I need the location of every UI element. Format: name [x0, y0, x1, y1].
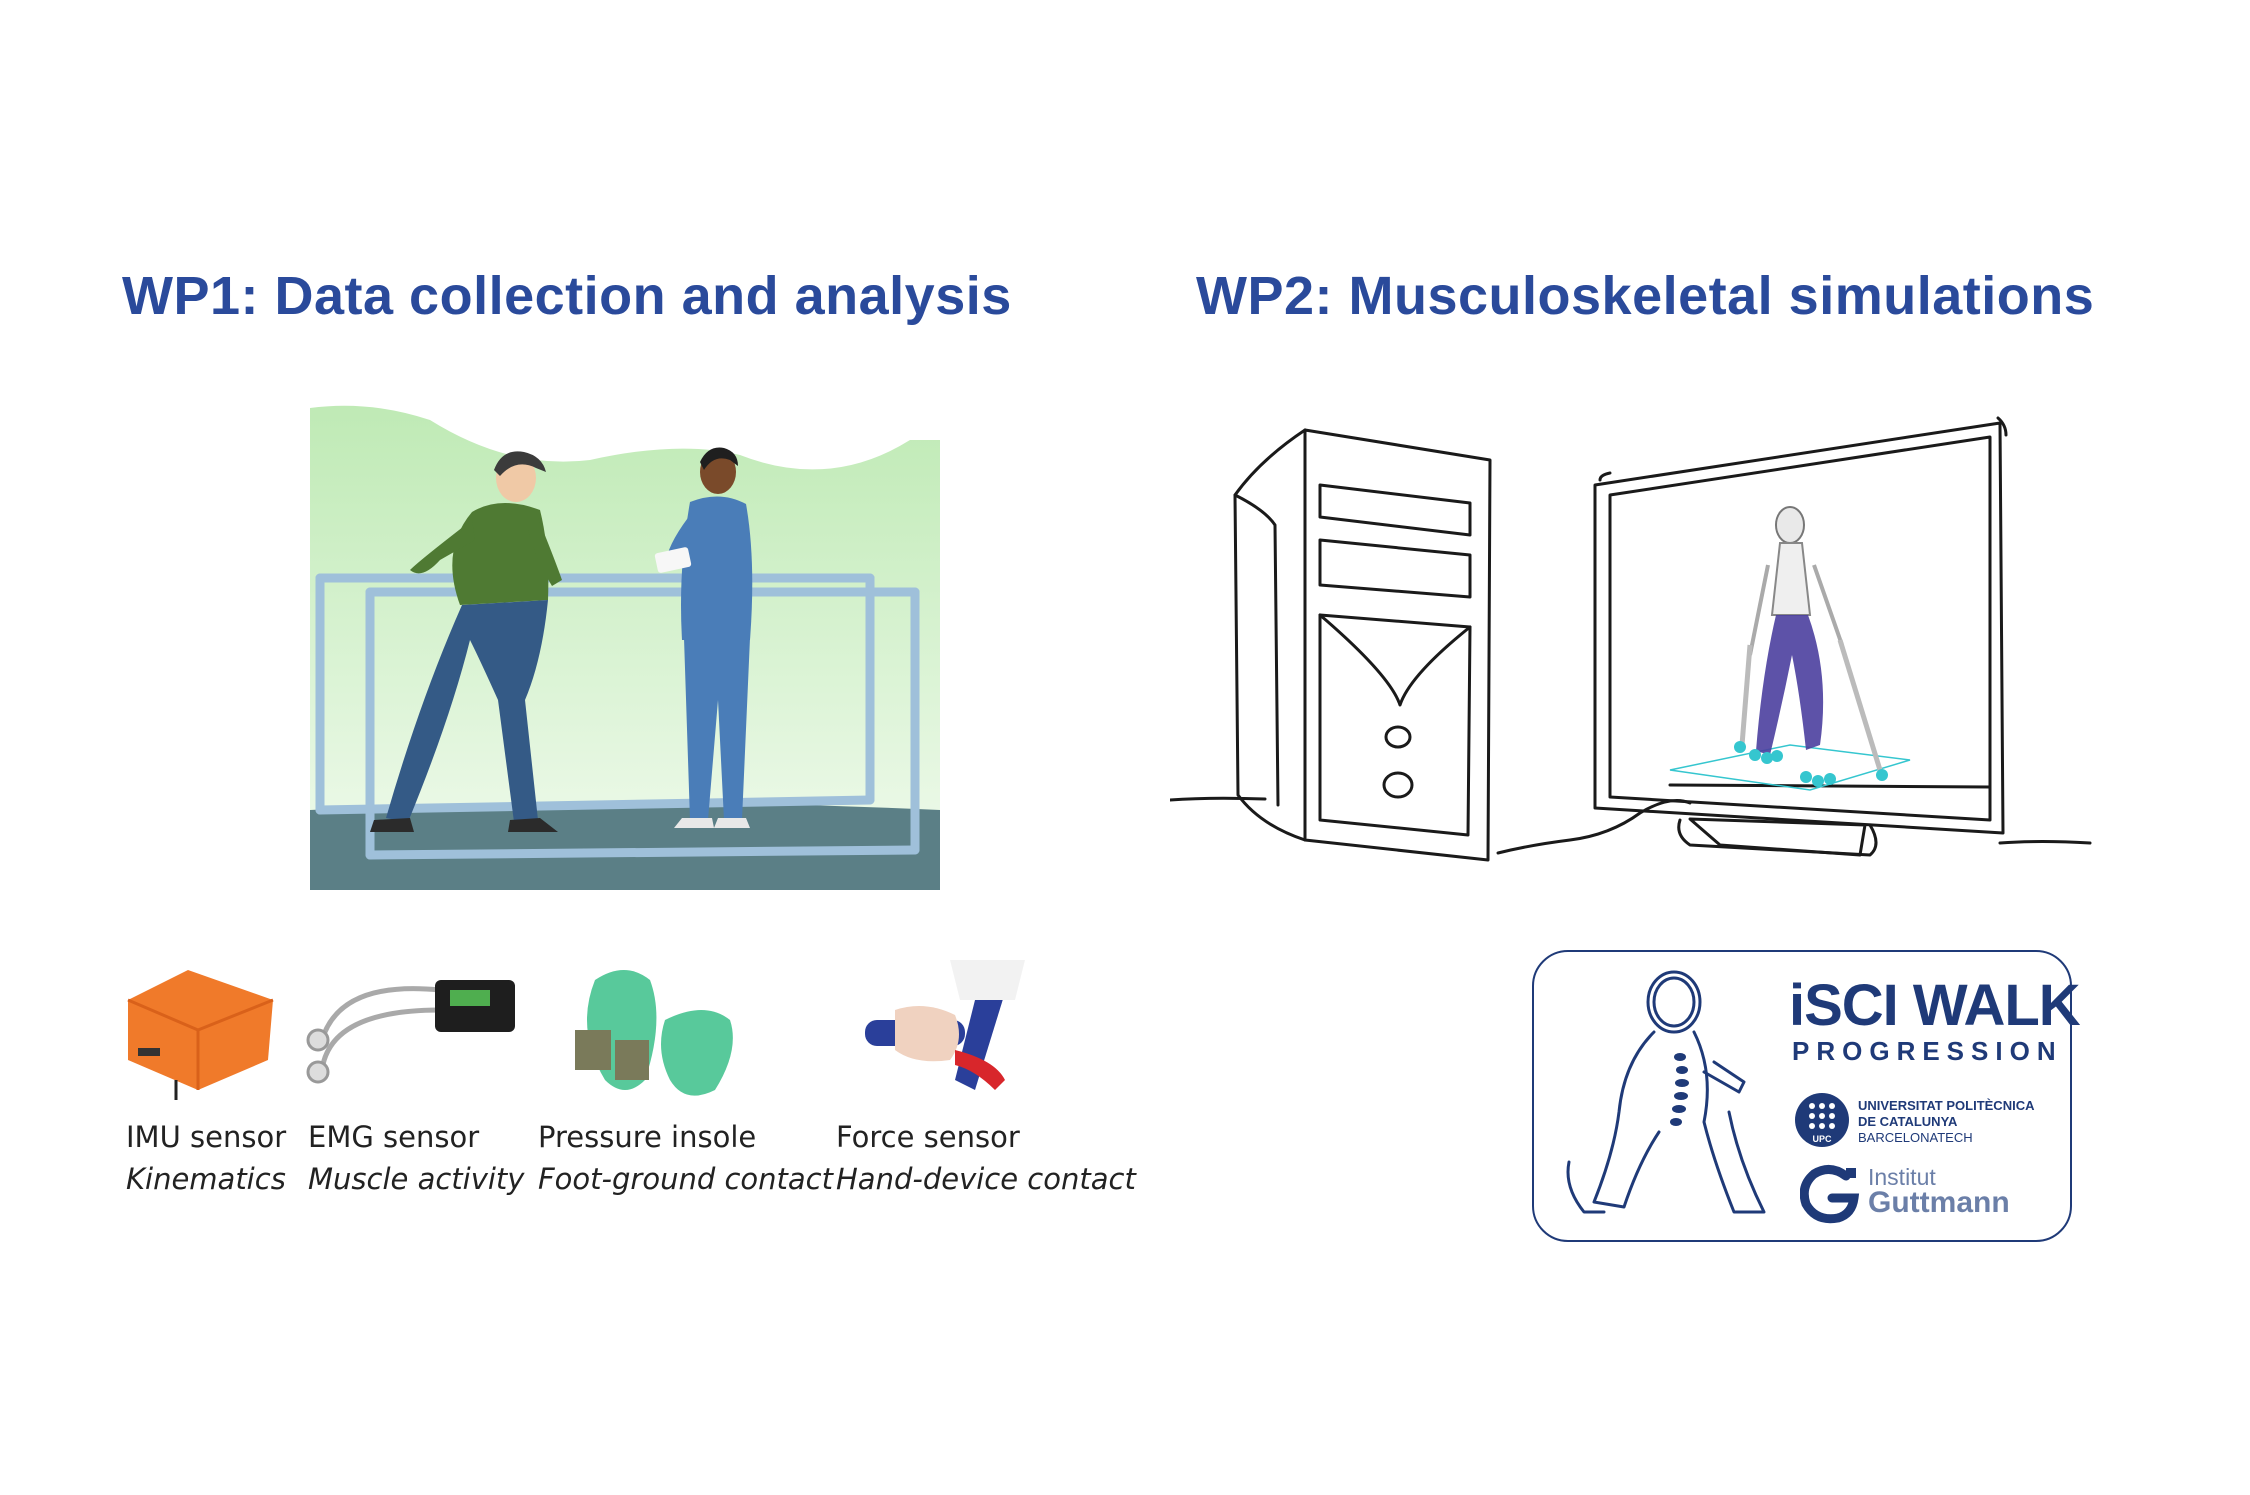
monitor — [1593, 421, 2005, 835]
imu-sensor-label: IMU sensor — [126, 1120, 287, 1154]
pressure-insole-label: Pressure insole — [538, 1120, 757, 1154]
logo-title: iSCI WALK — [1789, 973, 2081, 1038]
force-sensor-label: Force sensor — [836, 1120, 1020, 1154]
upc-logo-icon: UPC — [1795, 1093, 1849, 1147]
emg-sensor-image — [306, 980, 515, 1084]
floor — [310, 802, 940, 890]
upc-badge-text: UPC — [1812, 1134, 1832, 1144]
wp2-title: WP2: Musculoskeletal simulations — [1196, 266, 2095, 326]
musculoskeletal-model — [1669, 506, 1911, 791]
emg-sensor-label: EMG sensor — [308, 1120, 480, 1154]
pressure-insole-desc: Foot-ground contact — [538, 1162, 833, 1196]
imu-sensor-image — [127, 970, 274, 1100]
pressure-insole-image — [575, 970, 733, 1096]
imu-sensor-desc: Kinematics — [126, 1162, 286, 1196]
gait-assessment-illustration — [310, 405, 940, 890]
simulation-computer-illustration — [1170, 416, 2092, 862]
guttmann-logo-icon — [1800, 1165, 1860, 1224]
wp1-title: WP1: Data collection and analysis — [122, 266, 1012, 326]
force-sensor-image — [865, 960, 1025, 1090]
emg-sensor-desc: Muscle activity — [308, 1162, 525, 1196]
computer-tower — [1303, 428, 1492, 862]
guttmann-line-1: Institut — [1868, 1164, 1936, 1190]
walking-figure-logo-icon — [1566, 970, 1766, 1214]
upc-line-1: UNIVERSITAT POLITÈCNICA — [1858, 1098, 2035, 1113]
guttmann-line-2: Guttmann — [1868, 1186, 2010, 1219]
patient-figure — [370, 451, 562, 832]
clinician-figure — [654, 447, 753, 828]
project-logo: iSCI WALK PROGRESSION UPC UNIVERSITAT PO… — [1532, 950, 2081, 1242]
force-sensor-desc: Hand-device contact — [836, 1162, 1136, 1196]
logo-subtitle: PROGRESSION — [1792, 1036, 2063, 1066]
upc-line-3: BARCELONATECH — [1858, 1130, 1973, 1145]
upc-line-2: DE CATALUNYA — [1858, 1114, 1958, 1129]
